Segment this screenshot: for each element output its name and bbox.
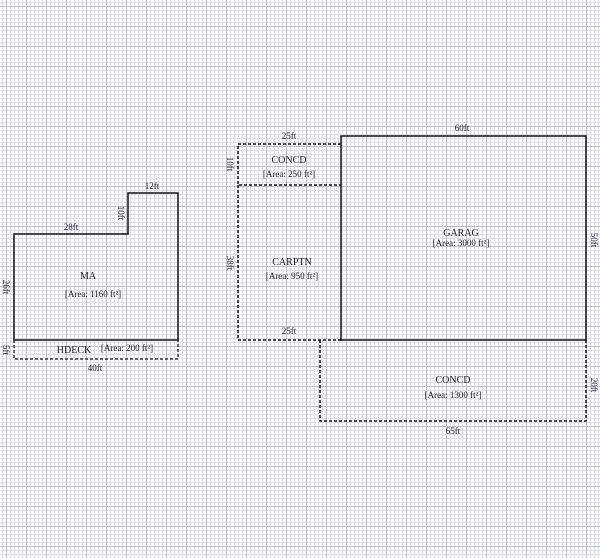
ma-area: [Area: 1160 ft²]	[65, 289, 121, 299]
concd-top-name: CONCD	[271, 155, 306, 166]
concd-bottom-area: [Area: 1300 ft²]	[425, 390, 482, 400]
area-concd-bottom-outline[interactable]	[319, 340, 587, 422]
area-garag-outline[interactable]	[340, 135, 587, 341]
area-ma-outline[interactable]	[13, 192, 179, 341]
concd-top-area: [Area: 250 ft²]	[263, 169, 315, 179]
concd-bottom-name: CONCD	[435, 375, 470, 386]
hdeck-area: [Area: 200 ft²]	[101, 343, 153, 353]
dim-concd-top-width: 25ft	[282, 131, 297, 141]
dim-concd-bottom-height: 20ft	[589, 378, 599, 393]
dim-garag-width: 60ft	[455, 123, 470, 133]
dim-ma-notch: 10ft	[116, 206, 126, 221]
area-carptn-outline[interactable]	[237, 185, 341, 341]
dim-carptn-height: 38ft	[225, 256, 235, 271]
dim-garag-height: 50ft	[589, 233, 599, 248]
dim-ma-left: 26ft	[1, 280, 11, 295]
dim-concd-bottom-width: 65ft	[446, 426, 461, 436]
dim-hdeck-bottom: 40ft	[88, 363, 103, 373]
ma-name: MA	[80, 271, 97, 282]
hdeck-name: HDECK	[57, 345, 92, 356]
area-hdeck-outline[interactable]	[13, 340, 179, 360]
dim-carptn-bottom: 25ft	[282, 326, 297, 336]
dim-hdeck-left: 5ft	[1, 345, 11, 355]
carptn-name: CARPTN	[272, 257, 311, 268]
carptn-area: [Area: 950 ft²]	[266, 271, 318, 281]
garag-area: [Area: 3000 ft²]	[433, 238, 490, 248]
dim-ma-top-right: 12ft	[145, 181, 160, 191]
dim-ma-top-left: 28ft	[64, 222, 79, 232]
garag-name: GARAG	[443, 228, 479, 239]
dim-concd-top-height: 10ft	[225, 157, 235, 172]
area-concd-top-outline[interactable]	[237, 143, 341, 186]
